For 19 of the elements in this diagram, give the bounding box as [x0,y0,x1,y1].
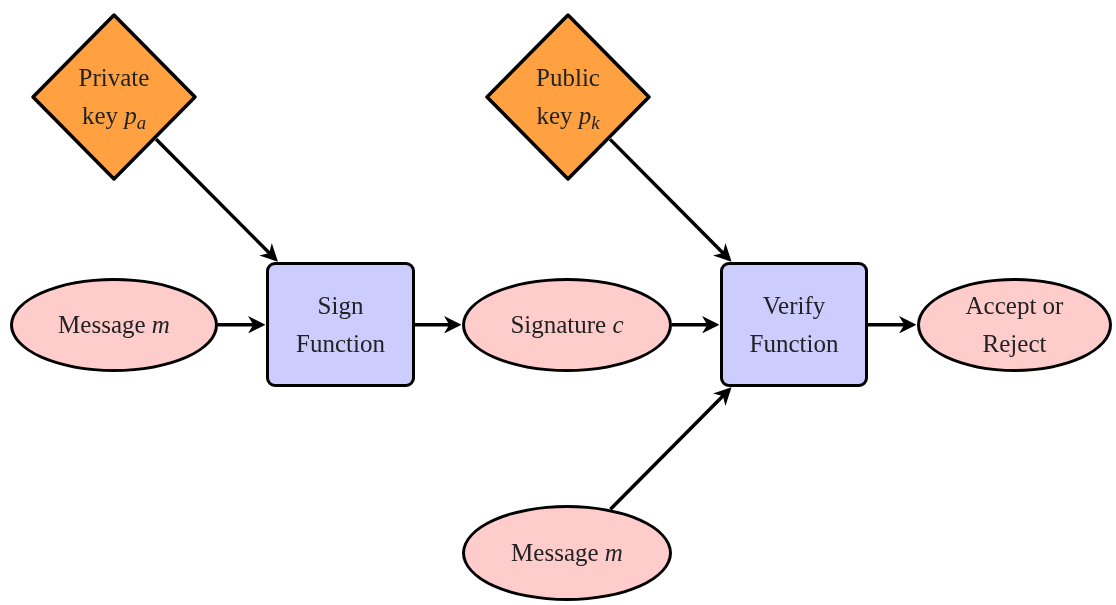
arrow [154,138,278,262]
node-label: Message m [58,310,170,340]
arrow [608,138,732,262]
node-label: Private key p$_{a}$ [77,63,151,135]
arrow [218,315,266,334]
node-label: Signature c [510,310,624,340]
key-diamond [484,12,652,182]
process-box [720,262,868,387]
node-label: Public key p$_{k}$ [535,63,601,135]
node-label: Sign Function [295,290,386,359]
arrow [672,315,720,334]
node-label: Verify Function [748,290,840,359]
arrow [868,316,917,334]
arrow [609,387,732,511]
node-label: Message m [511,538,623,568]
process-box [266,262,415,387]
node-label: Accept or Reject [964,291,1065,359]
key-diamond [30,12,198,182]
arrow [415,316,462,334]
